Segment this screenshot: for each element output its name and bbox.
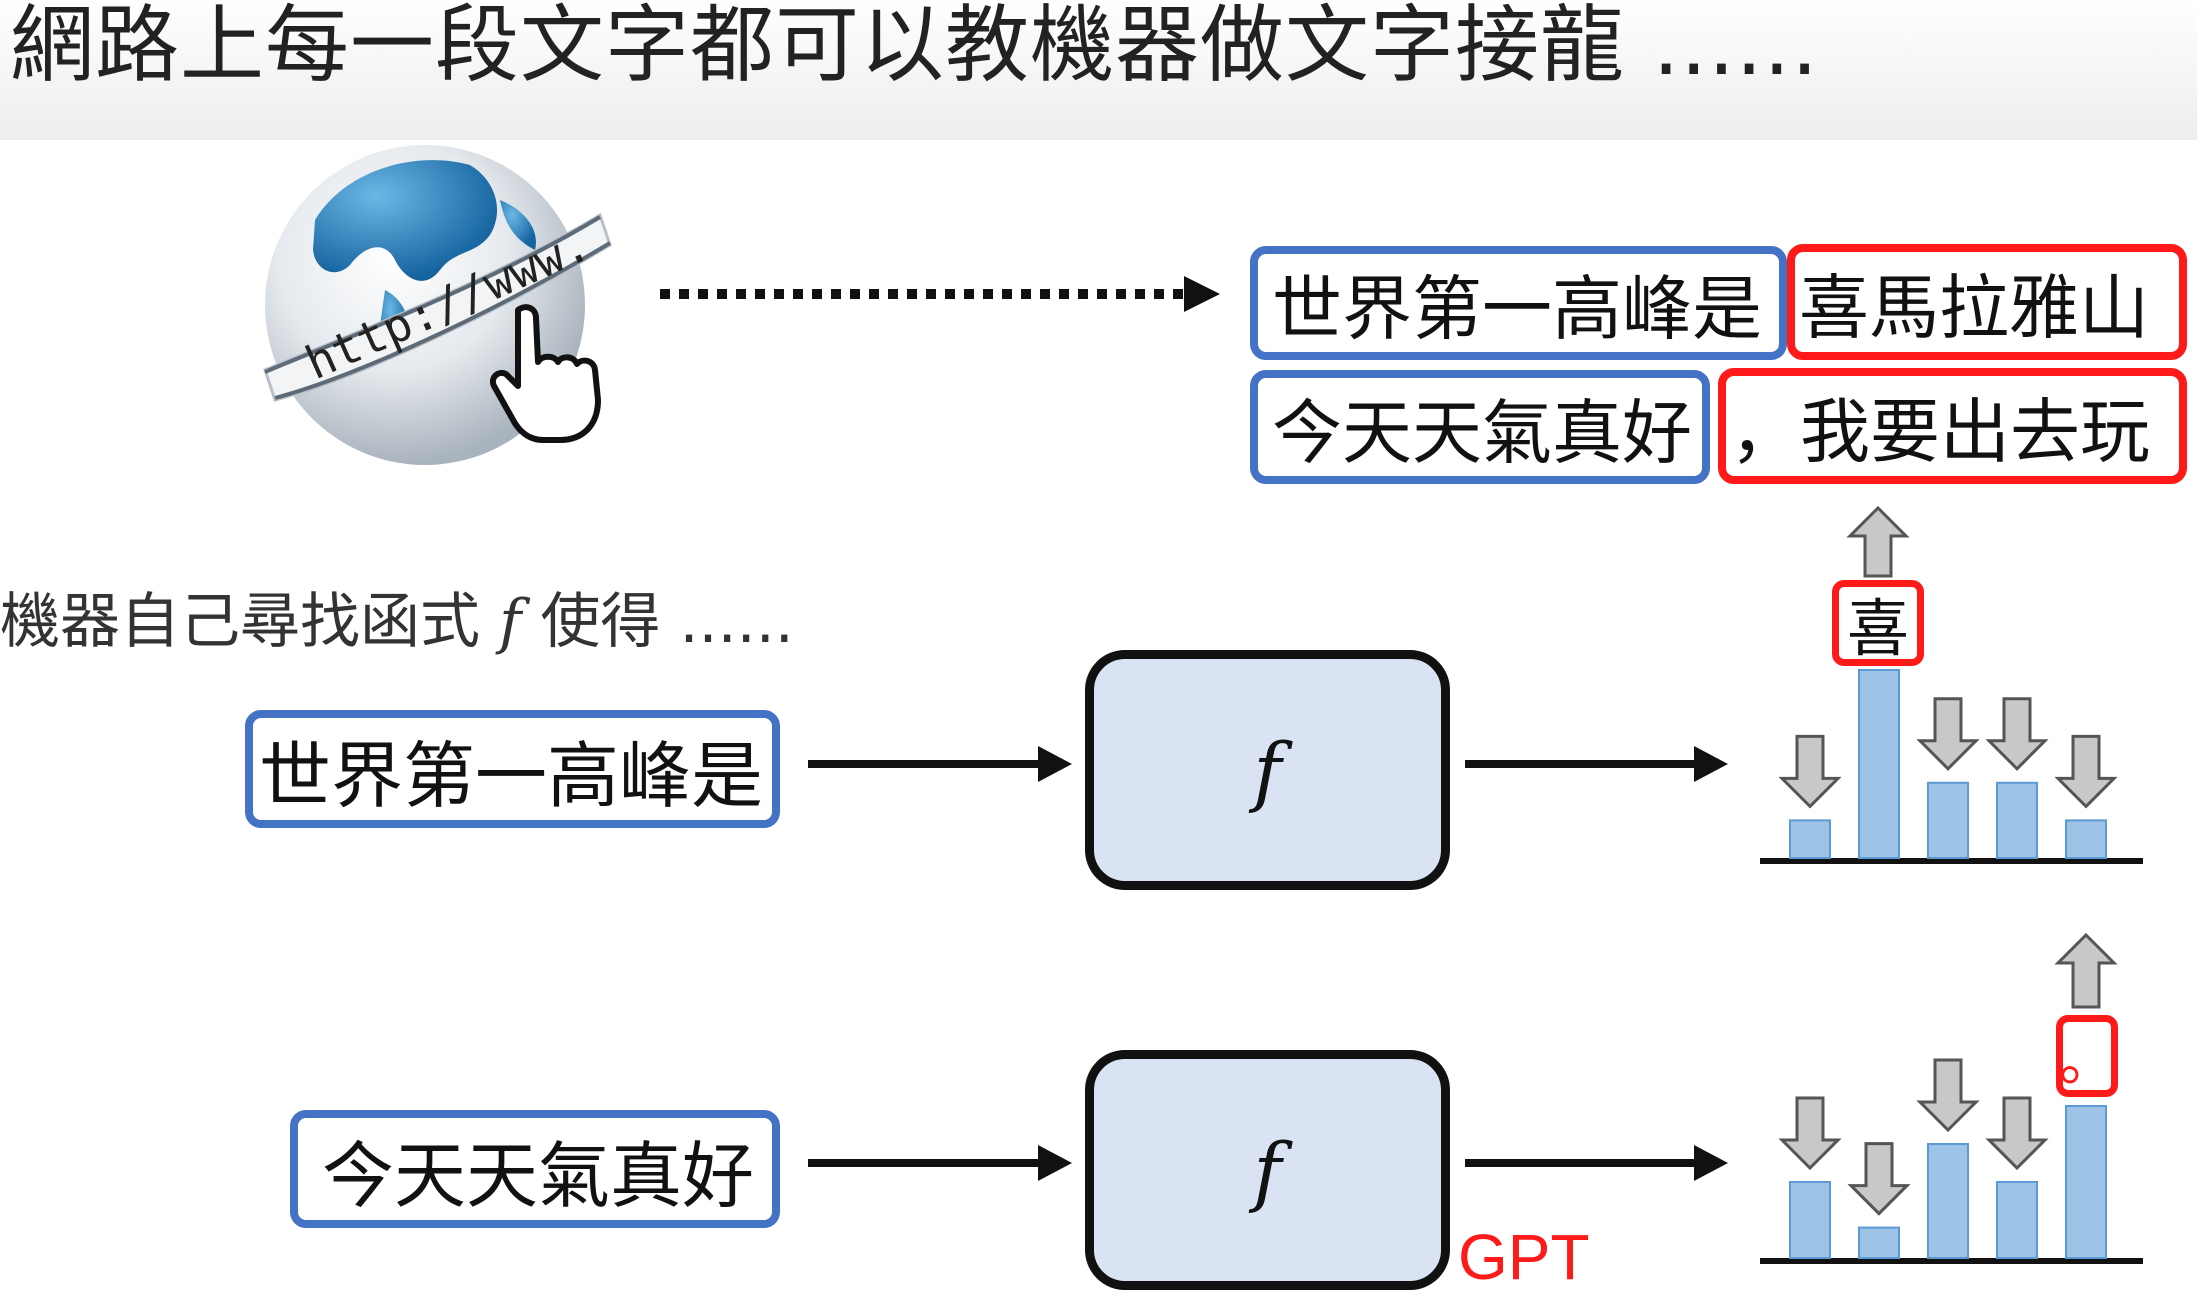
dotted-arrow-head <box>1184 276 1220 312</box>
distribution-bar <box>1996 1181 2038 1259</box>
hand-cursor-icon <box>490 304 601 443</box>
arrow-down-icon <box>2054 734 2118 809</box>
globe-icon: http://www. <box>263 145 612 465</box>
distribution-bar <box>1789 1181 1831 1259</box>
distribution-bar <box>1927 781 1969 859</box>
arrow-input-to-f-2-head <box>1038 1145 1072 1181</box>
title-bar <box>0 0 2197 140</box>
arrow-down-icon <box>1985 1096 2049 1171</box>
arrow-down-icon <box>1778 734 1842 809</box>
pipeline-input-1: 世界第一高峰是 <box>245 710 780 828</box>
function-box-1: f <box>1085 650 1450 890</box>
subtitle-function-symbol: f <box>499 587 522 657</box>
distribution-bar <box>1858 669 1900 859</box>
arrow-down-icon <box>1778 1096 1842 1171</box>
arrow-up-icon <box>2054 932 2118 1009</box>
function-box-2: f <box>1085 1050 1450 1290</box>
arrow-down-icon <box>1916 1058 1980 1133</box>
example-prefix-2: 今天天氣真好 <box>1250 370 1710 484</box>
arrow-down-icon <box>1847 1142 1911 1216</box>
model-name-label: GPT <box>1458 1221 1590 1293</box>
example-prefix-1: 世界第一高峰是 <box>1250 246 1787 360</box>
selected-token-2: 。 <box>2056 1015 2118 1097</box>
arrow-down-icon <box>1985 697 2049 771</box>
pipeline-input-2: 今天天氣真好 <box>290 1110 780 1228</box>
arrow-f-to-dist-1-head <box>1694 746 1728 782</box>
arrow-up-icon <box>1846 505 1910 578</box>
arrow-f-to-dist-2-head <box>1694 1145 1728 1181</box>
arrow-input-to-f-1-head <box>1038 746 1072 782</box>
distribution-bar <box>2065 819 2107 860</box>
example-continuation-2: ，我要出去玩 <box>1718 368 2187 484</box>
distribution-bar <box>1927 1143 1969 1259</box>
subtitle: 機器自己尋找函式 f 使得 ...... <box>0 587 794 657</box>
arrow-down-icon <box>1916 697 1980 771</box>
distribution-bar <box>1996 781 2038 859</box>
distribution-bar <box>1789 819 1831 860</box>
example-continuation-1: 喜馬拉雅山 <box>1787 244 2187 360</box>
distribution-bar <box>1858 1226 1900 1259</box>
selected-token-1: 喜 <box>1832 580 1924 666</box>
slide-title: 網路上每一段文字都可以教機器做文字接龍 ...... <box>10 0 1819 94</box>
distribution-bar <box>2065 1105 2107 1259</box>
